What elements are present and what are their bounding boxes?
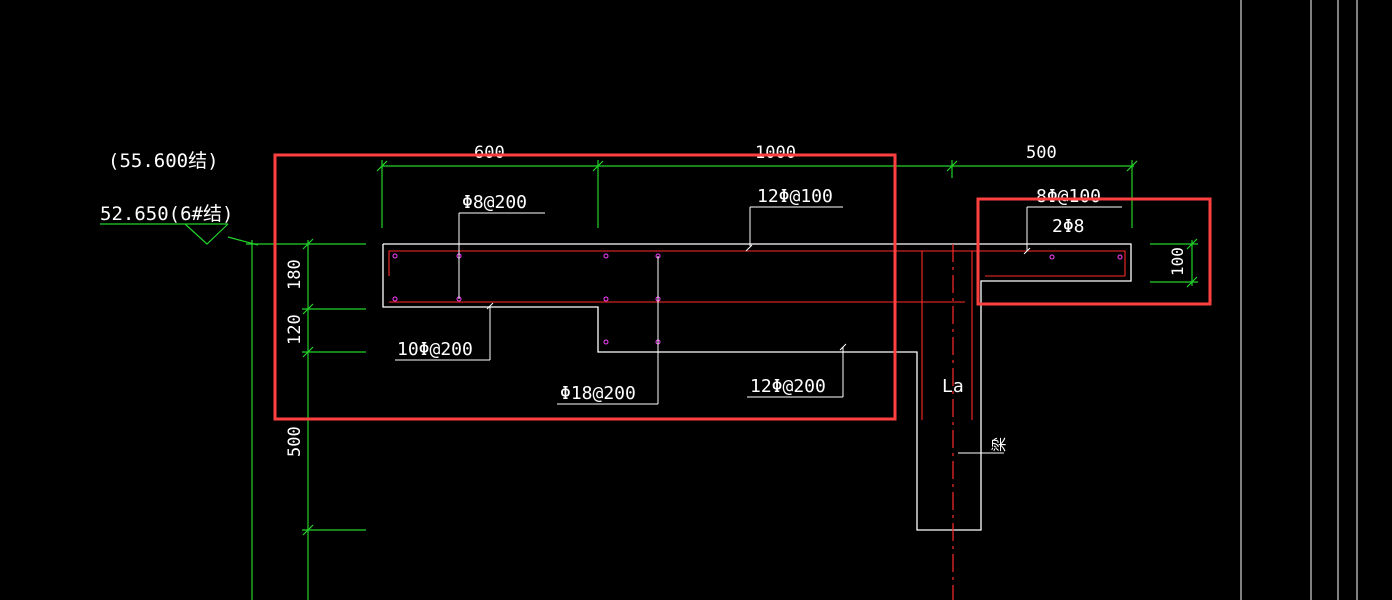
beam-text: 梁 [990, 437, 1008, 452]
label-12phi-100: 12Φ@100 [757, 186, 833, 207]
annotations: La 梁 [942, 376, 1008, 452]
la-text: La [942, 376, 964, 397]
elevation-marks: (55.600结) 52.650(6#结) [100, 150, 259, 246]
right-dimension: 100 [1150, 238, 1198, 288]
elevation-upper-text: (55.600结) [108, 150, 219, 172]
rebar-labels: Φ8@200 12Φ@100 10Φ@200 Φ18@200 12Φ@200 8… [397, 186, 1101, 404]
label-12phi-200: 12Φ@200 [750, 376, 826, 397]
highlight-boxes [273, 153, 1212, 421]
dim-100-text: 100 [1168, 247, 1187, 276]
label-phi18-200: Φ18@200 [560, 383, 636, 404]
label-8phi-100: 8Φ@100 [1036, 186, 1101, 207]
dim-120-text: 120 [285, 314, 305, 345]
rebar-lines [388, 244, 1126, 600]
top-dimension-chain: 600 1000 500 [376, 143, 1138, 228]
rebar-dots [392, 253, 1123, 345]
highlight-box-main [273, 153, 897, 421]
label-10phi-200: 10Φ@200 [397, 339, 473, 360]
dim-500-text: 500 [1026, 143, 1057, 163]
highlight-box-right [976, 197, 1212, 306]
dim-180-text: 180 [285, 259, 305, 290]
dim-500-left-text: 500 [285, 426, 305, 457]
concrete-outline [382, 243, 1132, 531]
label-2phi8: 2Φ8 [1052, 216, 1085, 237]
viewport-edge-lines [1240, 0, 1358, 600]
dim-1000-text: 1000 [755, 143, 796, 163]
elevation-lower-text: 52.650(6#结) [100, 203, 233, 225]
leader-lines [395, 206, 1122, 454]
label-phi8-200: Φ8@200 [462, 192, 527, 213]
dim-600-text: 600 [474, 143, 505, 163]
